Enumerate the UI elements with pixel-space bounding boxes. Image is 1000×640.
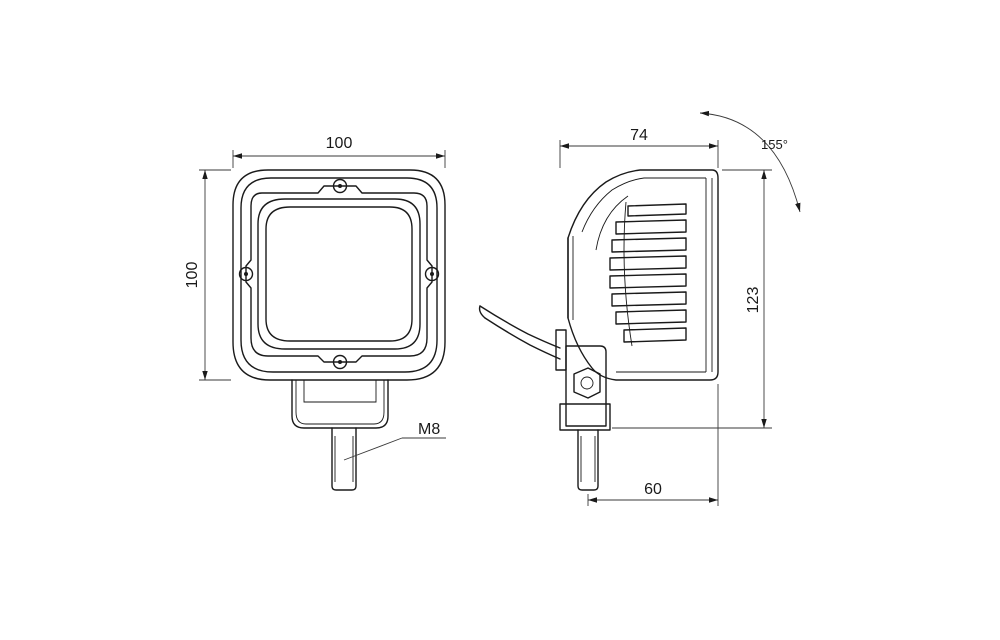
front-screw-left xyxy=(238,266,254,282)
bolt-thread-callout: M8 xyxy=(343,421,446,461)
side-housing xyxy=(567,169,719,381)
side-hex-nut xyxy=(573,367,601,399)
front-width-label: 100 xyxy=(326,135,353,152)
front-lens-inner xyxy=(265,206,413,342)
side-cable xyxy=(479,305,561,349)
side-view xyxy=(478,169,719,491)
front-view xyxy=(232,169,446,491)
front-screw-right xyxy=(424,266,440,282)
front-height-dimension: 100 xyxy=(184,169,231,381)
bolt-thread-label: M8 xyxy=(418,421,440,438)
rotation-angle-label: 155° xyxy=(761,137,788,152)
front-mount-bracket xyxy=(291,379,389,429)
front-housing-inner-rim xyxy=(240,177,438,373)
front-housing-outer xyxy=(232,169,446,381)
side-height-label: 123 xyxy=(745,287,762,314)
mount-depth-label: 60 xyxy=(644,481,662,498)
front-screw-top xyxy=(332,178,348,194)
side-mount xyxy=(555,329,611,491)
side-height-dimension: 123 xyxy=(612,169,772,429)
front-bezel xyxy=(245,185,433,363)
side-cooling-fins xyxy=(609,201,687,347)
front-lens-outer xyxy=(257,198,421,350)
front-height-label: 100 xyxy=(184,262,201,289)
side-depth-label: 74 xyxy=(630,127,648,144)
front-width-dimension: 100 xyxy=(232,135,446,168)
rotation-arc: 155° xyxy=(699,110,801,213)
side-depth-dimension: 74 xyxy=(559,127,719,168)
front-mount-bolt xyxy=(331,427,357,491)
mount-depth-dimension: 60 xyxy=(587,384,719,506)
front-screw-bottom xyxy=(332,354,348,370)
